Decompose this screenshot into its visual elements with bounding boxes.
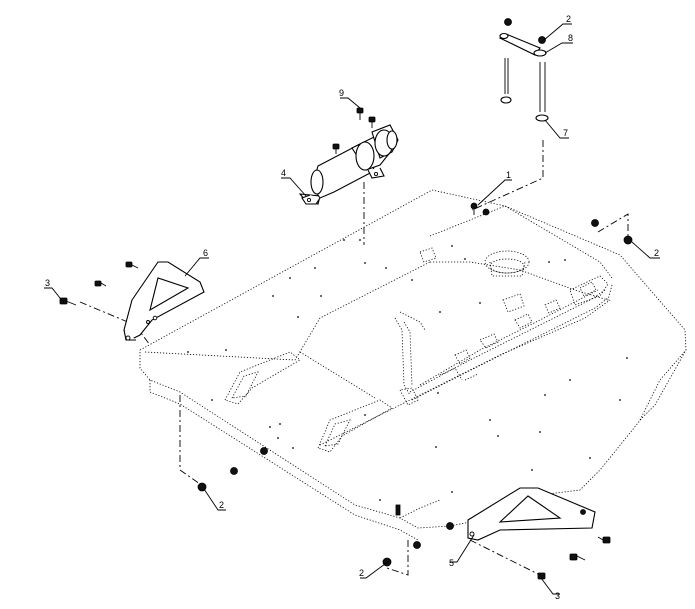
nut-deck-left [260, 447, 268, 455]
callout-2-right: 2 [654, 248, 659, 258]
nut-near-1 [482, 208, 490, 216]
bolt-loose-right-a [569, 553, 586, 561]
callout-2-left-bottom: 2 [219, 500, 224, 510]
bolt-loose-left-a [94, 280, 107, 287]
deck-linkage [394, 247, 609, 406]
bracket-left-6 [123, 261, 205, 341]
deck-slot-left [224, 351, 301, 405]
bracket-right-5 [467, 487, 596, 541]
bolt-loose-left-b [125, 261, 139, 269]
callout-2-top: 2 [566, 14, 571, 24]
assembly-centerlines [79, 140, 629, 576]
nut-right-top [591, 219, 599, 227]
callout-3-bottom: 3 [555, 591, 560, 601]
nut-bottom-center-c [446, 522, 454, 530]
deck-hole-marks [187, 239, 628, 501]
canister-assembly [298, 124, 399, 205]
mower-deck [139, 189, 687, 541]
nut-2-right [623, 235, 633, 245]
bar-8 [498, 32, 547, 57]
post-left [500, 58, 512, 104]
callout-8: 8 [568, 33, 573, 43]
nut-2-top [538, 36, 546, 44]
screw-9-b [368, 116, 376, 128]
callout-3-left: 3 [45, 278, 50, 288]
callout-6: 6 [203, 248, 208, 258]
screw-9-a [356, 107, 364, 120]
screw-loose [332, 143, 340, 154]
screw-bottom-center [395, 504, 401, 516]
callout-2-bottom-center: 2 [359, 568, 364, 578]
spindle-opening [484, 250, 530, 277]
bolt-1 [470, 202, 478, 215]
nut-top [504, 18, 512, 26]
nut-loose-left-bottom [230, 467, 238, 475]
callout-5: 5 [449, 558, 454, 568]
callout-4: 4 [281, 168, 286, 178]
bolt-loose-right-b [597, 536, 611, 544]
callout-1: 1 [506, 170, 511, 180]
callout-leaders [44, 23, 660, 595]
post-7 [535, 62, 549, 122]
nut-loose-right [580, 509, 586, 515]
callout-9: 9 [339, 88, 344, 98]
nut-bottom-center-b [413, 541, 421, 549]
deck-slot-right [317, 399, 393, 453]
callout-7: 7 [563, 128, 568, 138]
